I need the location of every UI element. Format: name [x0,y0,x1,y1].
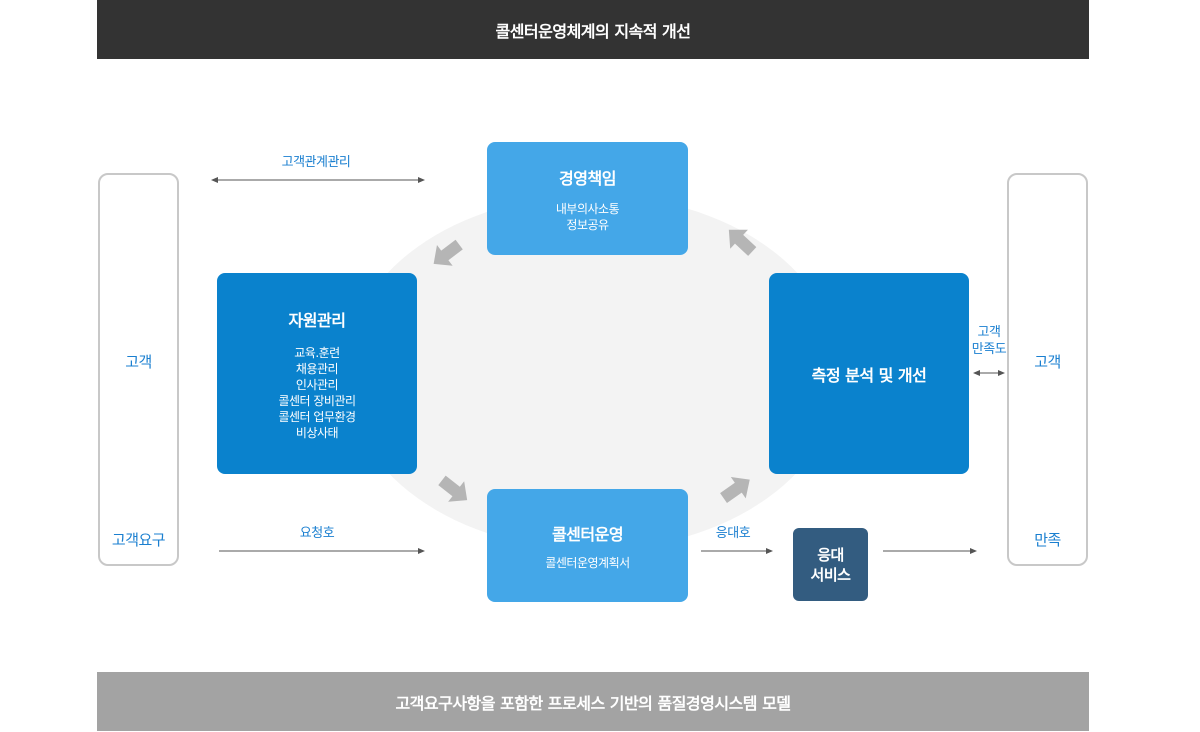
response-call-label: 응대호 [715,526,751,541]
cycle-arrow-management-to-resources [433,239,463,266]
management-box-title: 경영책임 [559,168,616,188]
operation-box-line: 콜센터운영계획서 [545,555,630,570]
diagram-caption: 고객요구사항을 포함한 프로세스 기반의 품질경영시스템 모델 [395,693,791,713]
resource-box-line: 인사관리 [295,377,339,392]
resource-box-line: 콜센터 업무환경 [278,409,356,424]
cycle-arrow-measurement-to-management [728,229,757,256]
measurement-box-title: 측정 분석 및 개선 [811,365,927,385]
diagram-title-bar: 콜센터운영체계의 지속적 개선 [97,0,1089,59]
diagram-title: 콜센터운영체계의 지속적 개선 [495,21,691,41]
measurement-analysis-box: 측정 분석 및 개선 [769,273,969,474]
customer-label-right: 고객 [1034,353,1061,371]
call-center-operation-box: 콜센터운영 콜센터운영계획서 [487,489,688,602]
management-responsibility-box: 경영책임 내부의사소통 정보공유 [487,142,688,255]
satisfaction-label: 만족 [1034,531,1061,549]
cycle-arrow-operation-to-measurement [720,477,750,503]
resource-box-line: 채용관리 [295,361,339,376]
customer-satisfaction-label: 고객 만족도 [965,324,1013,358]
operation-box-title: 콜센터운영 [551,524,624,544]
service-box-line: 서비스 [810,565,851,584]
diagram-caption-bar: 고객요구사항을 포함한 프로세스 기반의 품질경영시스템 모델 [97,672,1089,731]
management-box-line: 정보공유 [566,217,609,232]
crm-label: 고객관계관리 [281,155,351,170]
satisfaction-label-line: 만족도 [971,342,1007,357]
satisfaction-label-line: 고객 [977,325,1001,340]
resource-box-line: 콜센터 장비관리 [278,393,356,408]
customer-label-left: 고객 [125,353,152,371]
cycle-arrow-resources-to-operation [438,475,468,502]
service-box-line: 응대 [817,545,844,564]
resource-box-line: 교육.훈련 [294,345,340,360]
customer-panel-right: 고객 만족 [1007,173,1088,566]
resource-management-box: 자원관리 교육.훈련 채용관리 인사관리 콜센터 장비관리 콜센터 업무환경 비… [217,273,417,474]
resource-box-line: 비상사태 [295,425,339,440]
response-service-box: 응대 서비스 [793,528,868,601]
resource-box-title: 자원관리 [288,310,346,330]
management-box-line: 내부의사소통 [555,201,620,216]
request-call-label: 요청호 [299,526,335,541]
customer-requirements-label: 고객요구 [111,531,166,549]
customer-panel-left: 고객 고객요구 [98,173,179,566]
